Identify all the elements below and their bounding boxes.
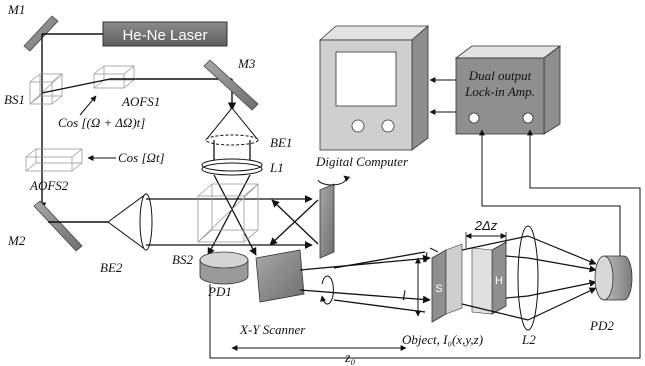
l-mid-label: l [402, 289, 406, 304]
lock-in-amplifier [454, 45, 562, 135]
laser-label: He-Ne Laser [122, 27, 207, 44]
signal-wires-to-lockin [209, 129, 641, 359]
m3-label: M3 [237, 56, 256, 71]
beam-be2-right [146, 195, 313, 249]
beam-expander-be2 [107, 193, 153, 251]
object-label: Object, I₀(x,y,z) [402, 332, 483, 347]
xy-scanner-label: X-Y Scanner [239, 322, 306, 337]
slab-s-label: S [435, 283, 442, 295]
acousto-optic-shifter-aofs2 [25, 148, 83, 172]
signal-arrows-lockin-to-computer [429, 77, 456, 115]
mirror-m3 [203, 59, 259, 111]
lockin-line1: Dual output [468, 68, 532, 83]
beam-laser-to-m1 [37, 33, 103, 211]
lockin-line2: Lock-in Amp. [464, 84, 535, 99]
xy-scanner-mirror [255, 249, 305, 303]
lens-l2 [517, 225, 539, 331]
l1-label: L1 [269, 160, 284, 175]
beam-expander-be1 [204, 107, 260, 146]
mirror-m1 [23, 15, 59, 52]
aofs2-label: AOFS2 [29, 178, 69, 193]
acousto-optic-shifter-aofs1 [93, 65, 135, 89]
m2-label: M2 [7, 233, 26, 248]
pd2-label: PD2 [589, 318, 614, 333]
photodetector-pd2 [594, 255, 633, 301]
m1-label: M1 [7, 2, 25, 17]
be2-label: BE2 [100, 260, 123, 275]
slab-h-label: H [495, 275, 503, 287]
object-slab-h: H [471, 241, 507, 315]
zo-label: z₀ [344, 351, 355, 366]
mirror-m2 [33, 200, 83, 252]
object-slab-s: S [431, 243, 463, 323]
digital-computer [318, 25, 430, 151]
bs1-label: BS1 [4, 92, 25, 107]
he-ne-laser: He-Ne Laser [102, 21, 228, 47]
beam-splitter-bs1 [29, 73, 63, 105]
l-top-tick [429, 247, 439, 253]
scanner-rotation-arrow [320, 275, 334, 305]
scan-mirror-upper [317, 175, 351, 259]
l2-label: L2 [521, 332, 536, 347]
pd1-label: PD1 [207, 284, 232, 299]
computer-label: Digital Computer [315, 154, 409, 169]
beam-to-pd2 [461, 235, 597, 321]
dz-label: 2Δz [474, 218, 498, 233]
bs2-label: BS2 [172, 252, 193, 267]
beam-scan-reflect [269, 199, 319, 246]
cos2-label: Cos [Ωt] [118, 150, 165, 165]
photodetector-pd1 [199, 251, 249, 285]
lens-l1 [201, 158, 263, 176]
be1-label: BE1 [270, 135, 292, 150]
aofs1-label: AOFS1 [121, 94, 160, 109]
cos1-label: Cos [(Ω + ΔΩ)t] [58, 115, 145, 130]
beam-splitter-bs2 [197, 183, 259, 243]
beam-to-object [299, 251, 431, 313]
cos1-arrow [79, 95, 97, 116]
l-top-label: l [424, 251, 428, 266]
